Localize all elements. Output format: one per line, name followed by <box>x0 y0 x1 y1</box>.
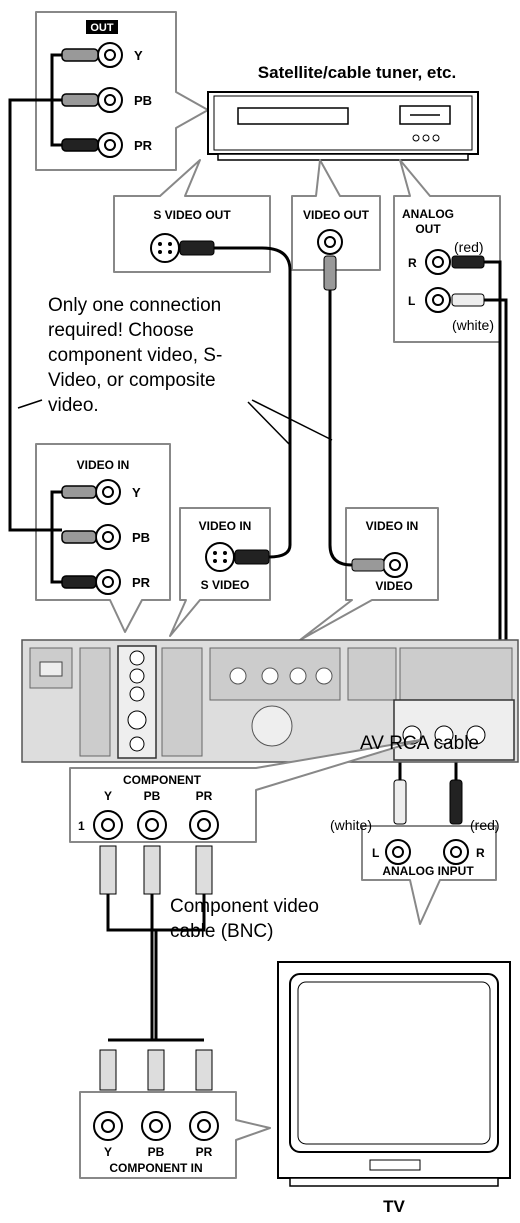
analog-input-white: (white) <box>330 817 372 833</box>
component-cable-line2: cable (BNC) <box>170 921 273 942</box>
video-in-svideo-title: VIDEO IN <box>199 519 252 533</box>
out-y-label: Y <box>134 48 143 63</box>
component-out-y: Y <box>104 789 112 803</box>
out-panel-title: OUT <box>90 22 114 34</box>
video-in-component-panel: VIDEO IN Y PB PR <box>35 443 171 633</box>
video-out-label: VIDEO OUT <box>303 208 370 222</box>
video-in-component-title: VIDEO IN <box>77 458 130 472</box>
component-out-title: COMPONENT <box>123 773 202 787</box>
source-device-title: Satellite/cable tuner, etc. <box>258 63 456 82</box>
component-out-pb: PB <box>144 789 161 803</box>
note-line-2: required! Choose <box>48 320 194 341</box>
component-in-pr: PR <box>196 1145 213 1159</box>
receiver-back-panel <box>21 639 519 763</box>
analog-input-label: ANALOG INPUT <box>382 864 474 878</box>
analog-out-red: (red) <box>454 239 484 255</box>
out-pb-label: PB <box>134 93 152 108</box>
video-in-svideo-panel: VIDEO IN S VIDEO <box>169 507 271 637</box>
component-in-y: Y <box>104 1145 112 1159</box>
note-line-3: component video, S- <box>48 345 222 366</box>
note-line-1: Only one connection <box>48 295 221 316</box>
note-line-5: video. <box>48 395 99 416</box>
component-out-pr: PR <box>196 789 213 803</box>
av-rca-cable-label: AV RCA cable <box>360 733 479 754</box>
s-video-out-label: S VIDEO OUT <box>153 208 231 222</box>
analog-input-r: R <box>476 846 485 860</box>
satellite-tuner-device <box>207 91 479 161</box>
analog-input-l: L <box>372 846 379 860</box>
component-in-panel: Y PB PR COMPONENT IN <box>79 1038 271 1179</box>
video-in-composite-panel: VIDEO IN VIDEO <box>299 507 439 641</box>
video-in-pb-label: PB <box>132 530 150 545</box>
note-line-4: Video, or composite <box>48 370 216 391</box>
video-in-svideo-sub: S VIDEO <box>201 578 250 592</box>
component-out-num: 1 <box>78 819 85 833</box>
video-in-composite-title: VIDEO IN <box>366 519 419 533</box>
out-panel: OUT Y PB PR <box>35 11 209 171</box>
analog-out-l: L <box>408 294 415 308</box>
component-cable-line1: Component video <box>170 896 319 917</box>
analog-out-line1: ANALOG <box>402 207 454 221</box>
video-in-composite-sub: VIDEO <box>375 579 412 593</box>
video-in-pr-label: PR <box>132 575 151 590</box>
video-in-y-label: Y <box>132 485 141 500</box>
tv-label: TV <box>383 1197 405 1216</box>
analog-out-white: (white) <box>452 317 494 333</box>
note-text: Only one connection required! Choose com… <box>17 295 333 446</box>
component-in-label: COMPONENT IN <box>109 1161 202 1175</box>
tv-device <box>277 961 511 1187</box>
analog-out-line2: OUT <box>415 222 441 236</box>
bnc-plugs-top <box>99 845 213 1040</box>
analog-out-r: R <box>408 256 417 270</box>
s-video-out-panel: S VIDEO OUT <box>113 159 271 273</box>
component-out-panel: COMPONENT Y PB PR 1 <box>69 739 421 843</box>
component-in-pb: PB <box>148 1145 165 1159</box>
video-out-panel: VIDEO OUT <box>291 159 381 291</box>
analog-out-panel: ANALOG OUT R L (red) (white) <box>393 159 501 343</box>
analog-input-panel: (white) (red) L R ANALOG INPUT <box>330 779 500 925</box>
analog-input-red: (red) <box>470 817 500 833</box>
out-pr-label: PR <box>134 138 153 153</box>
